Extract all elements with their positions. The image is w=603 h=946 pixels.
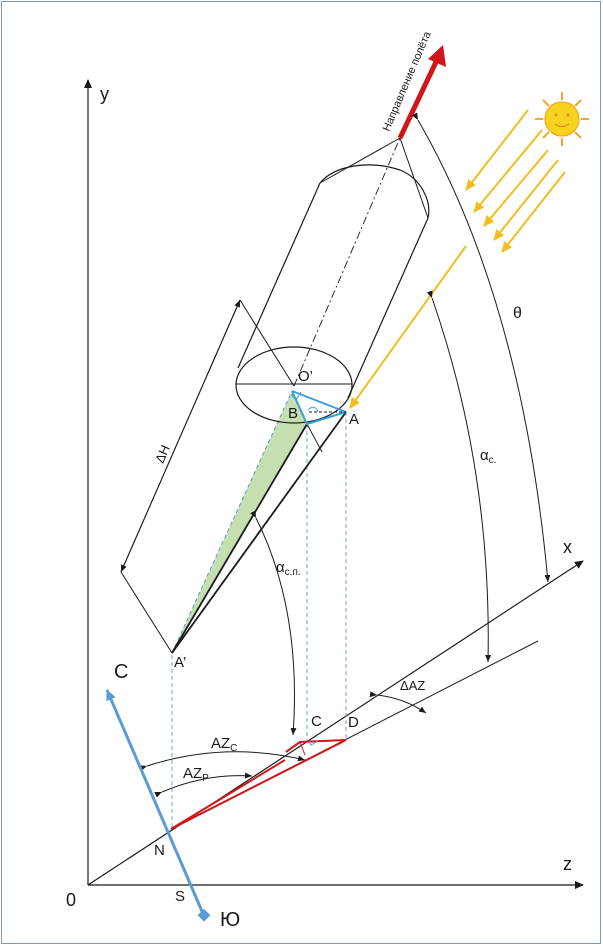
delta-az-arc	[369, 691, 427, 714]
main-sun-ray	[349, 245, 467, 409]
theta-arc	[411, 112, 551, 583]
point-c-label: C	[311, 713, 322, 730]
point-a-prime-label: A’	[174, 654, 186, 671]
projection-lines	[171, 412, 347, 828]
shadow-edge-dashed	[171, 390, 293, 654]
north-label: С	[114, 661, 128, 683]
angle-arcs	[139, 112, 551, 798]
az-p-arc	[154, 772, 253, 798]
alpha-c-arc	[426, 290, 492, 663]
point-o-prime-label: O’	[298, 368, 313, 385]
alpha-cp-arc	[250, 510, 297, 736]
delta-h-label: ΔH	[152, 443, 173, 466]
compass-line	[105, 689, 211, 922]
shadow-region	[172, 391, 307, 653]
cylinder-axis-dashdot	[293, 137, 401, 387]
point-d-label: D	[348, 714, 359, 731]
x-axis-line	[87, 560, 584, 886]
delta-h-dimension	[120, 299, 295, 654]
az-p-label: AZP	[183, 765, 209, 784]
theta-label: θ	[513, 305, 522, 322]
south-label: Ю	[220, 909, 240, 931]
z-axis-label: z	[563, 854, 572, 874]
azimuth-red-lines	[170, 739, 347, 830]
point-s-label: S	[175, 888, 185, 905]
sun-icon	[535, 92, 589, 146]
point-b-label: B	[288, 405, 298, 422]
delta-az-label: ΔAZ	[400, 678, 425, 693]
triangle-OBA	[290, 390, 347, 426]
alpha-c-label: αс.	[480, 447, 496, 466]
alpha-cp-label: αс.п.	[276, 559, 301, 578]
az-c-arc	[139, 751, 306, 771]
cylinder-left-side	[237, 182, 321, 369]
cylinder-right-side	[347, 217, 429, 399]
az-c-label: AZC	[211, 735, 237, 754]
cylinder-base-ellipse	[235, 346, 353, 424]
flight-direction-arrow	[397, 45, 446, 140]
satellite-cylinder	[171, 137, 430, 654]
sun-rays	[349, 109, 566, 409]
x-axis-label: x	[563, 537, 572, 557]
point-a-label: A	[349, 411, 359, 428]
coordinate-axes	[84, 79, 584, 889]
y-axis-label: y	[100, 84, 109, 104]
origin-label: 0	[66, 890, 76, 910]
point-n-label: N	[154, 842, 165, 859]
